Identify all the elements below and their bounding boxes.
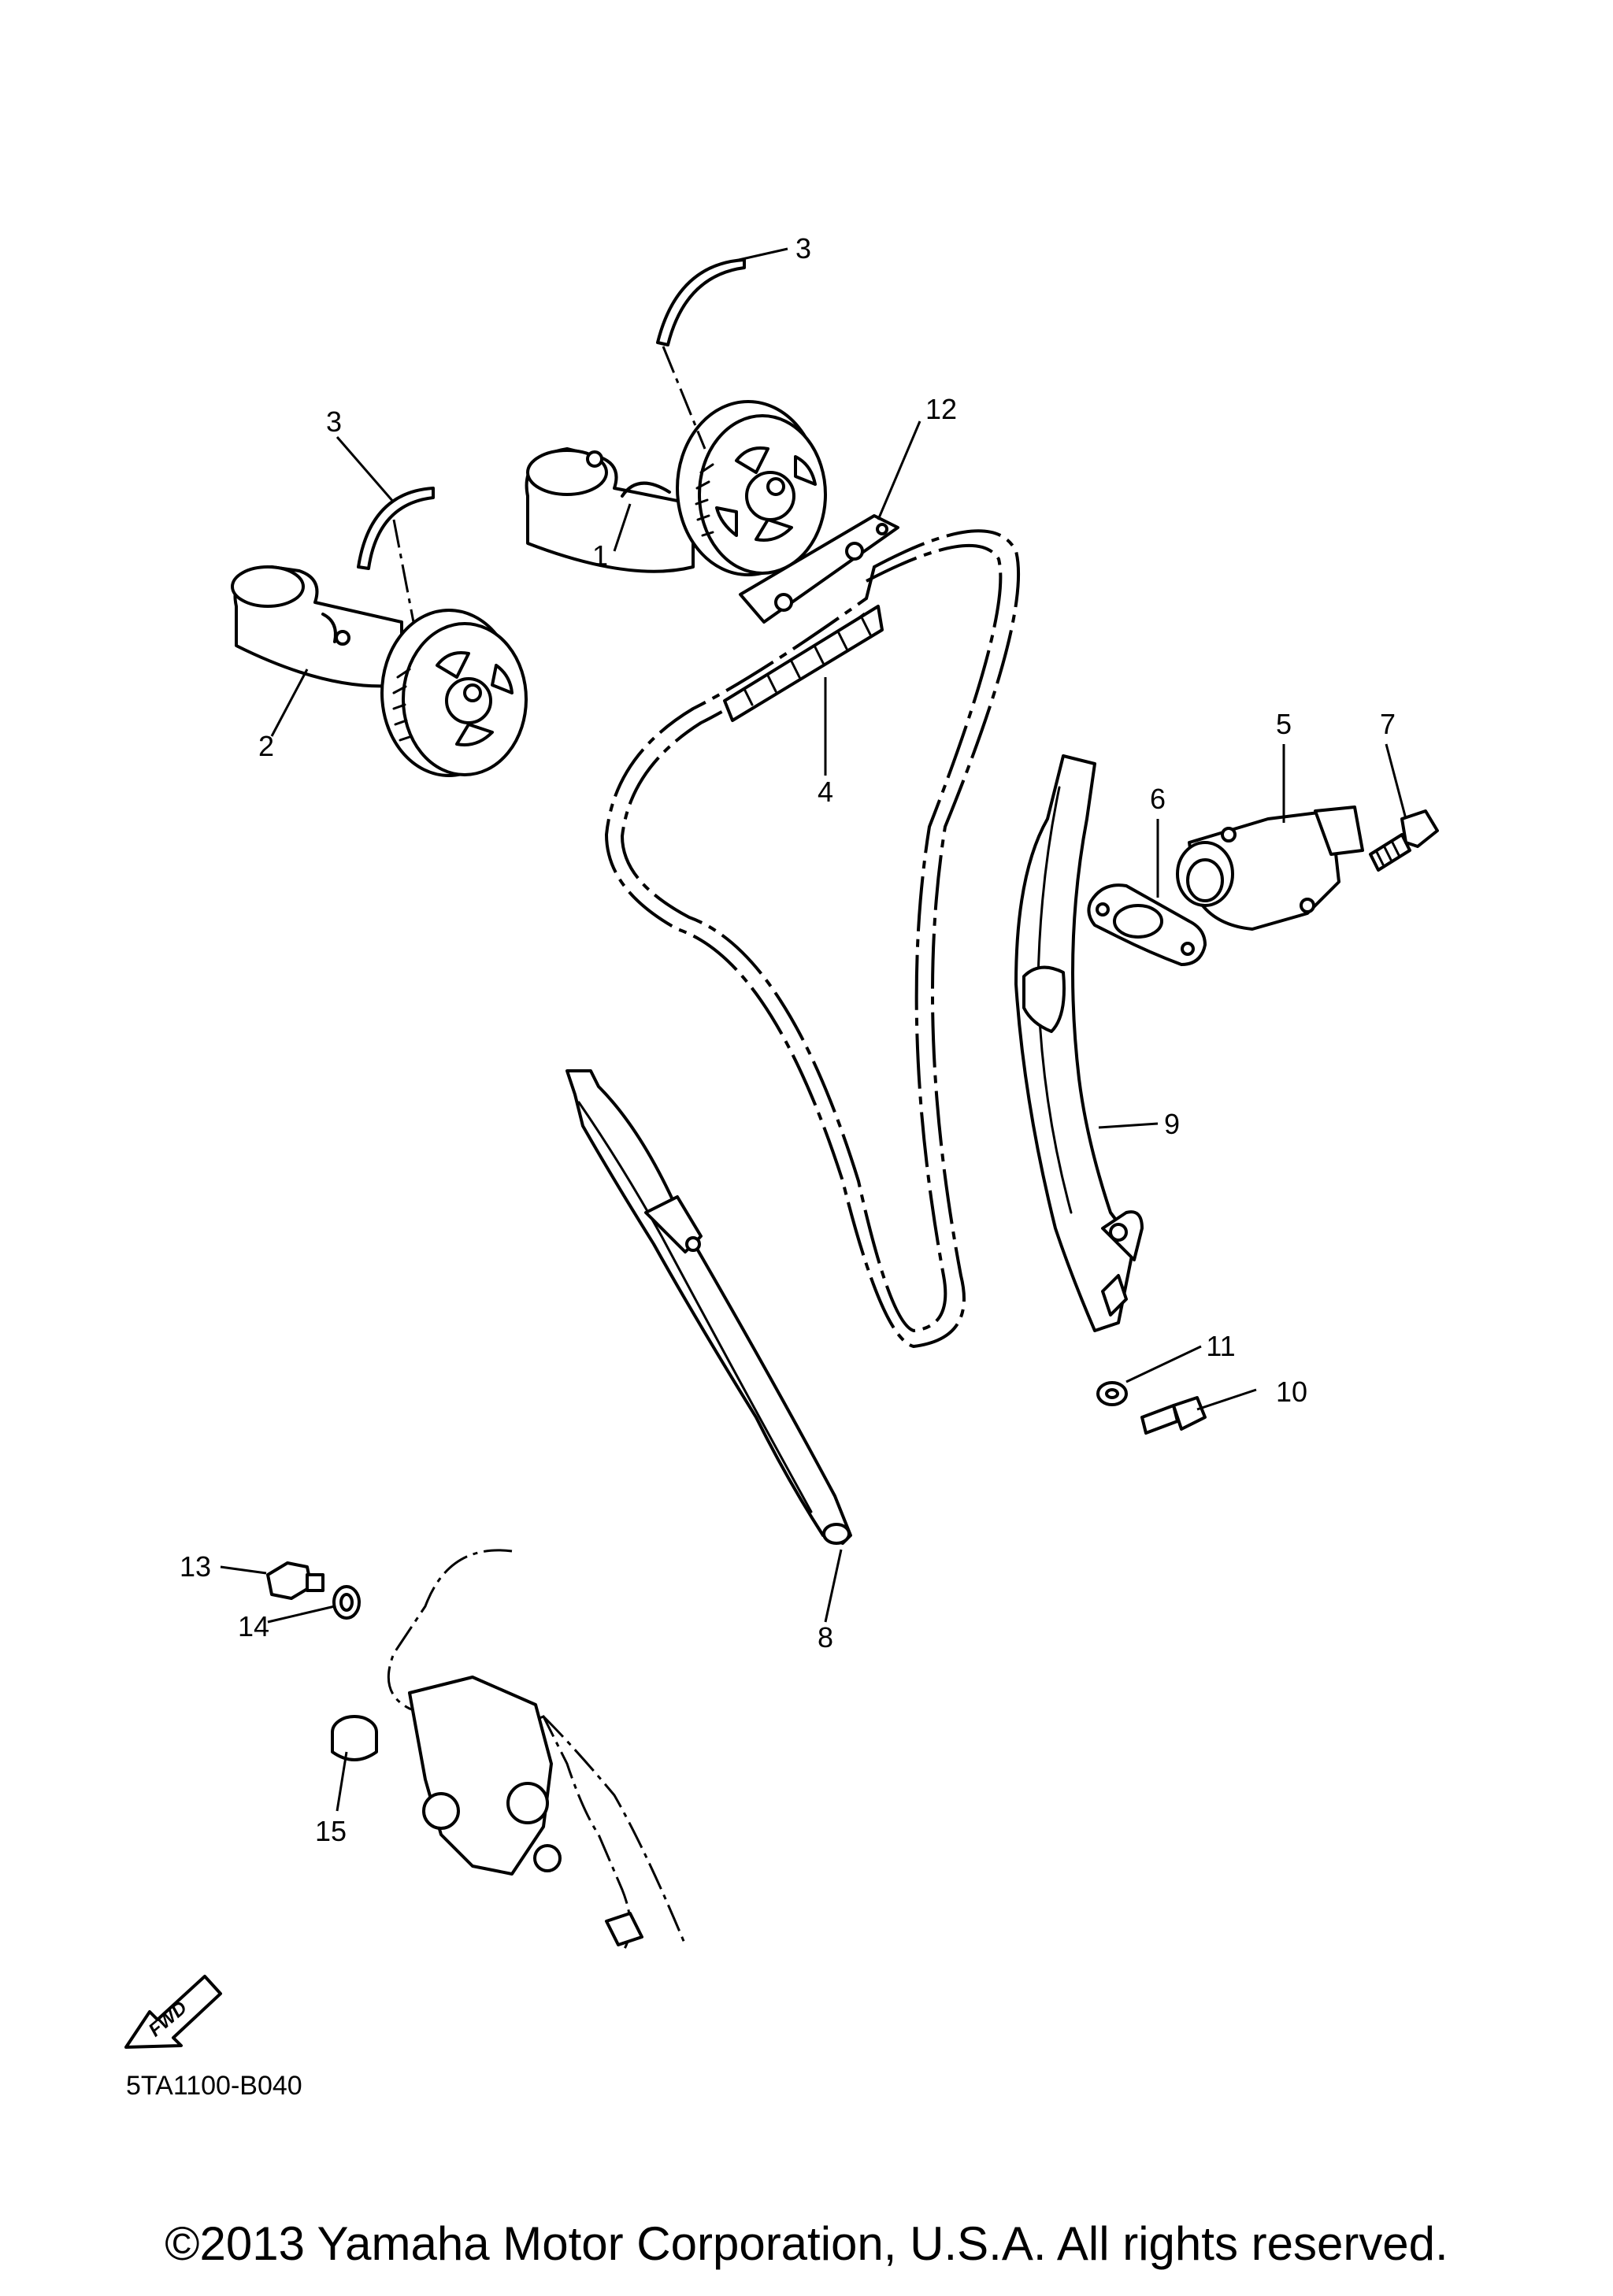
tensioner-5[interactable]	[1176, 805, 1364, 931]
tensioner-guide-9[interactable]	[1014, 754, 1144, 1332]
callout-5: 5	[1276, 708, 1292, 740]
camshaft-1[interactable]	[525, 400, 827, 576]
copyright-notice: ©2013 Yamaha Motor Corporation, U.S.A. A…	[165, 2217, 1448, 2270]
callout-12: 12	[925, 393, 957, 425]
callout-11: 11	[1206, 1330, 1235, 1362]
fwd-arrow-icon: FWD	[124, 1975, 222, 2049]
callout-8: 8	[818, 1621, 833, 1653]
cam-chain-4[interactable]	[604, 529, 1021, 1349]
callout-numbers: 1 2 3 3 4 5 6 7 8 9 10 11 12 13 14 15	[180, 232, 1396, 1847]
callout-14: 14	[238, 1610, 269, 1642]
callout-6: 6	[1150, 783, 1166, 815]
clip-3-lower[interactable]	[357, 487, 435, 623]
callout-13: 13	[180, 1550, 211, 1583]
callout-3-upper: 3	[795, 232, 811, 265]
chain-guide-12[interactable]	[739, 514, 899, 624]
bolt-13[interactable]	[266, 1561, 324, 1600]
chain-guide-8[interactable]	[565, 1069, 852, 1545]
callout-9: 9	[1164, 1108, 1180, 1140]
clip-3-upper[interactable]	[656, 258, 746, 450]
diagram-code: 5TA1100-B040	[126, 2071, 302, 2101]
bolt-7[interactable]	[1369, 809, 1439, 872]
crankcase-outline	[387, 1549, 687, 1953]
washer-14[interactable]	[332, 1585, 361, 1620]
plug-15[interactable]	[331, 1715, 378, 1761]
callout-15: 15	[315, 1815, 347, 1847]
callout-7: 7	[1380, 708, 1396, 740]
leader-lines	[220, 247, 1407, 1812]
callout-2: 2	[258, 730, 274, 762]
gasket-6[interactable]	[1087, 883, 1207, 966]
callout-10: 10	[1276, 1376, 1307, 1408]
callout-1: 1	[592, 539, 608, 572]
washer-11[interactable]	[1096, 1381, 1128, 1406]
bolt-10[interactable]	[1140, 1396, 1207, 1435]
callout-4: 4	[818, 776, 833, 808]
camshaft-2[interactable]	[231, 565, 528, 777]
callout-3-lower: 3	[326, 406, 342, 438]
